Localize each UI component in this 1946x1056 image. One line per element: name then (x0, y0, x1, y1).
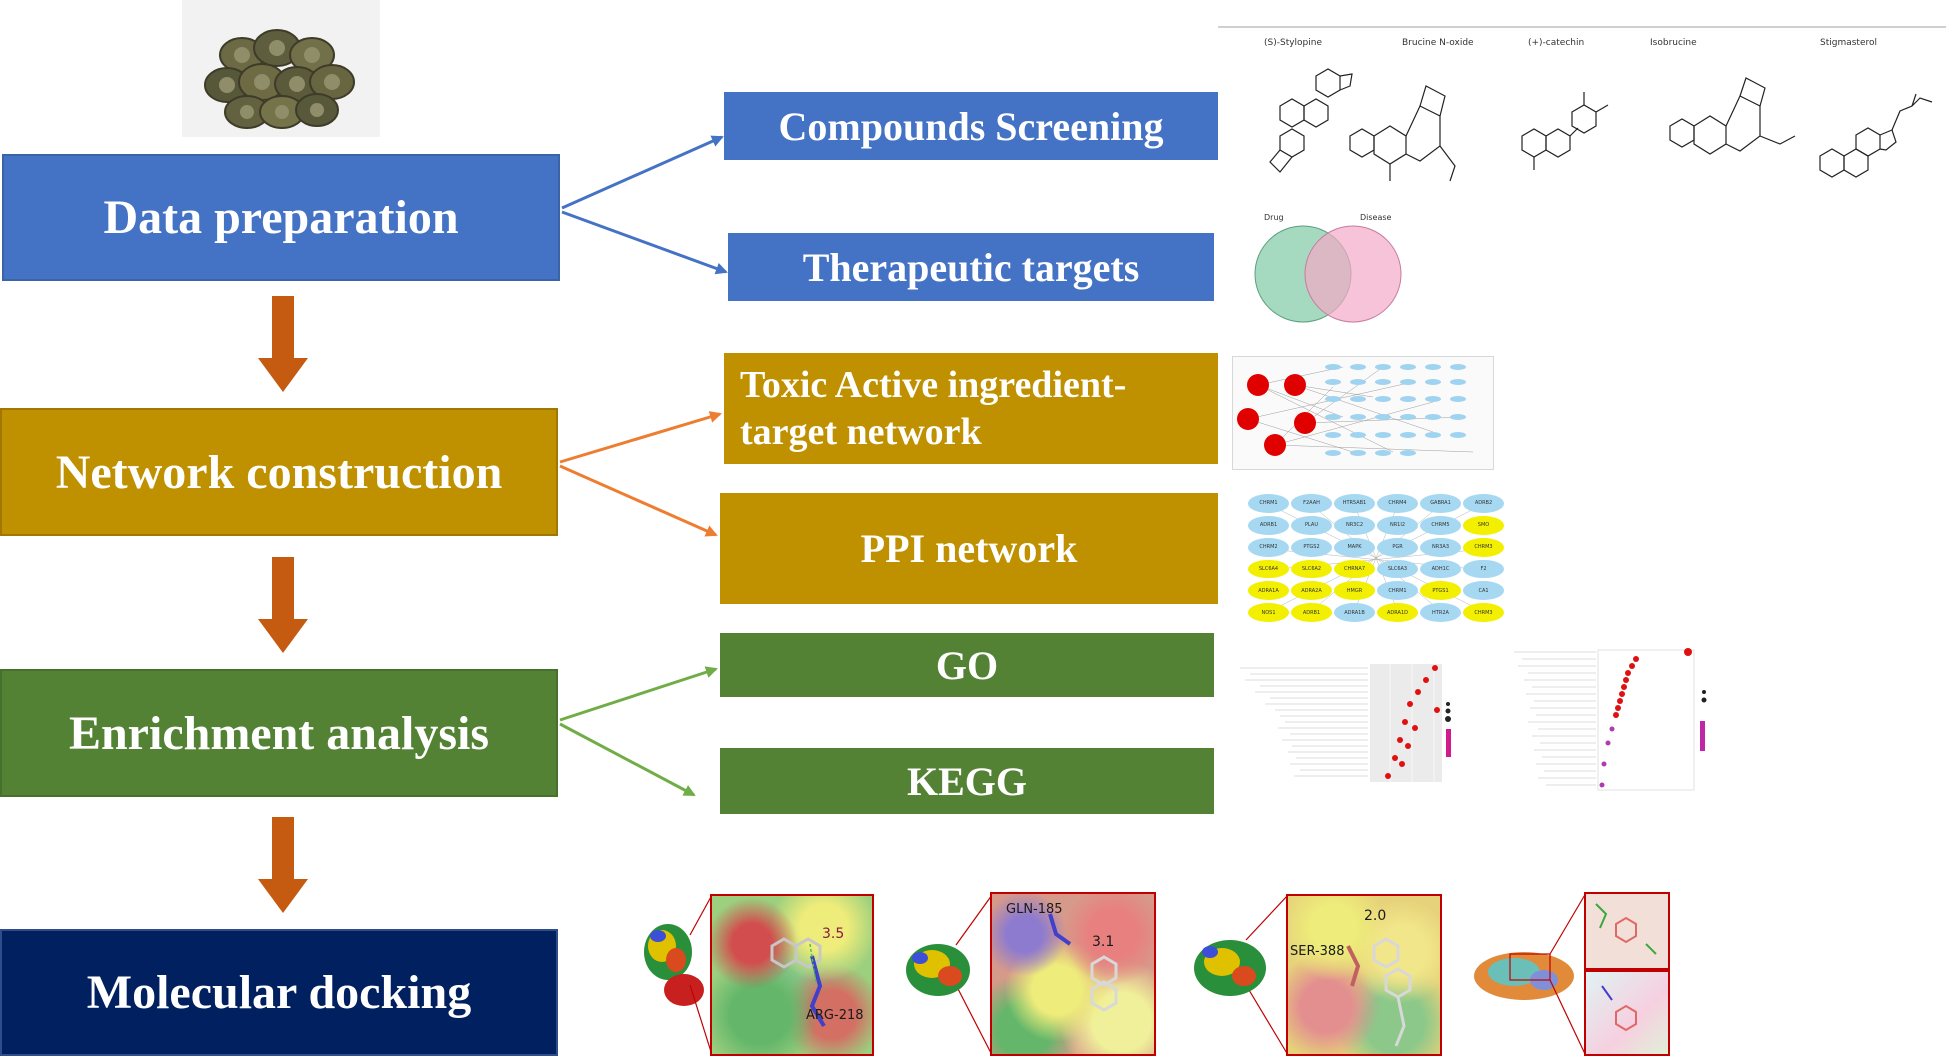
go-color-legend (1446, 729, 1451, 757)
substep-therapeutic-targets: Therapeutic targets (728, 233, 1214, 301)
ppi-node: PTGS2 (1291, 537, 1332, 557)
ppi-node: MAPK (1334, 537, 1375, 557)
ppi-node: ADRA1D (1377, 603, 1418, 622)
ingredient-nodes (1237, 374, 1316, 456)
docking-closeup-1: 3.5 ARG-218 (710, 894, 874, 1056)
substep-go: GO (720, 633, 1214, 697)
venn-diagram: Drug Disease (1248, 210, 1408, 325)
docking-distance-1: 3.5 (822, 926, 845, 942)
ppi-node: ADRA2A (1291, 581, 1332, 601)
step-network-construction: Network construction (0, 408, 558, 536)
ppi-node: PLAU (1291, 515, 1332, 535)
ppi-node: CHRM1 (1248, 494, 1289, 513)
ppi-node: CHRM4 (1377, 494, 1418, 513)
substep-ppi-network: PPI network (720, 493, 1218, 604)
ppi-node: CHRNA7 (1334, 559, 1375, 579)
kegg-color-legend (1700, 721, 1705, 751)
compound-label: Brucine N-oxide (1402, 38, 1474, 48)
substep-kegg: KEGG (720, 748, 1214, 814)
ppi-node: ADRB2 (1463, 494, 1504, 513)
ppi-node: ADRA1B (1334, 603, 1375, 622)
arrow-to-toxic-network (559, 411, 722, 464)
seed-icon (204, 29, 355, 129)
seeds-photo (182, 0, 380, 137)
compound-structures: (S)-Stylopine Brucine N-oxide (+)-catech… (1240, 36, 1940, 196)
ppi-node: SLC6A4 (1248, 559, 1289, 579)
ppi-node: GABRA1 (1420, 494, 1461, 513)
ppi-node: CHRM1 (1377, 581, 1418, 601)
ppi-node: ADH1C (1420, 559, 1461, 579)
step-enrichment-analysis: Enrichment analysis (0, 669, 558, 797)
ppi-node: ADRA1A (1248, 581, 1289, 601)
substep-toxic-network: Toxic Active ingredient-target network (724, 353, 1218, 464)
arrow-to-compounds (561, 135, 724, 210)
ppi-node: ADRB1 (1291, 603, 1332, 622)
venn-disease-circle (1304, 225, 1402, 323)
ppi-node: SLC6A3 (1377, 559, 1418, 579)
compound-label: (+)-catechin (1528, 38, 1585, 48)
arrow-to-kegg (559, 722, 696, 797)
docking-residue-3: SER-388 (1290, 944, 1345, 959)
ppi-node: SLC6A2 (1291, 559, 1332, 579)
docking-closeup-3: 2.0 SER-388 (1286, 894, 1442, 1056)
ppi-node: F2AAH (1291, 494, 1332, 513)
ppi-node: PGR (1377, 537, 1418, 557)
step-molecular-docking: Molecular docking (0, 929, 558, 1056)
ppi-node: NOS1 (1248, 603, 1289, 622)
docking-protein-2 (898, 930, 980, 1010)
arrow-to-go (559, 666, 718, 722)
kegg-dot-plot (1500, 646, 1740, 806)
down-arrow-3 (258, 817, 308, 913)
docking-protein-3 (1186, 928, 1276, 1010)
venn-right-label: Disease (1360, 213, 1392, 222)
ppi-node: CHRM3 (1463, 603, 1504, 622)
go-dots (1385, 665, 1440, 779)
ppi-node: ADRB1 (1248, 515, 1289, 535)
target-nodes (1325, 364, 1466, 456)
ppi-node: CHRM5 (1420, 515, 1461, 535)
docking-protein-4 (1470, 946, 1578, 1006)
ppi-node: HTR2A (1420, 603, 1461, 622)
go-dot-plot (1230, 654, 1480, 799)
docking-distance-2: 3.1 (1092, 934, 1115, 950)
compound-label: Stigmasterol (1820, 38, 1878, 48)
ppi-node: SMO (1463, 515, 1504, 535)
docking-distance-3: 2.0 (1364, 908, 1387, 924)
compound-label: (S)-Stylopine (1264, 38, 1323, 48)
venn-left-label: Drug (1264, 213, 1284, 222)
ppi-node: F2 (1463, 559, 1504, 579)
step-data-preparation: Data preparation (2, 154, 560, 281)
ppi-node: NR3C2 (1334, 515, 1375, 535)
kegg-dots (1613, 648, 1692, 718)
docking-closeup-4a (1584, 892, 1670, 970)
docking-closeup-4b (1584, 970, 1670, 1056)
ppi-node: CHRM2 (1248, 537, 1289, 557)
compound-label: Isobrucine (1650, 38, 1697, 48)
down-arrow-1 (258, 296, 308, 392)
docking-protein-1 (632, 916, 712, 1016)
ppi-node: HMGR (1334, 581, 1375, 601)
ppi-node: PTGS1 (1420, 581, 1461, 601)
ppi-node: NR1I2 (1377, 515, 1418, 535)
ppi-node: HTR5AB1 (1334, 494, 1375, 513)
substep-compounds-screening: Compounds Screening (724, 92, 1218, 160)
structure-drawings (1269, 68, 1933, 182)
arrow-to-ppi (559, 464, 718, 537)
docking-closeup-2: GLN-185 3.1 (990, 892, 1156, 1056)
kegg-plot-panel (1597, 649, 1695, 791)
ingredient-target-network (1232, 356, 1494, 470)
docking-residue-1: ARG-218 (806, 1008, 864, 1023)
ppi-node: CA1 (1463, 581, 1504, 601)
ppi-node: NR3A3 (1420, 537, 1461, 557)
docking-residue-2: GLN-185 (1006, 902, 1063, 917)
ppi-node: CHRM3 (1463, 537, 1504, 557)
down-arrow-2 (258, 557, 308, 653)
arrow-to-targets (561, 210, 728, 275)
